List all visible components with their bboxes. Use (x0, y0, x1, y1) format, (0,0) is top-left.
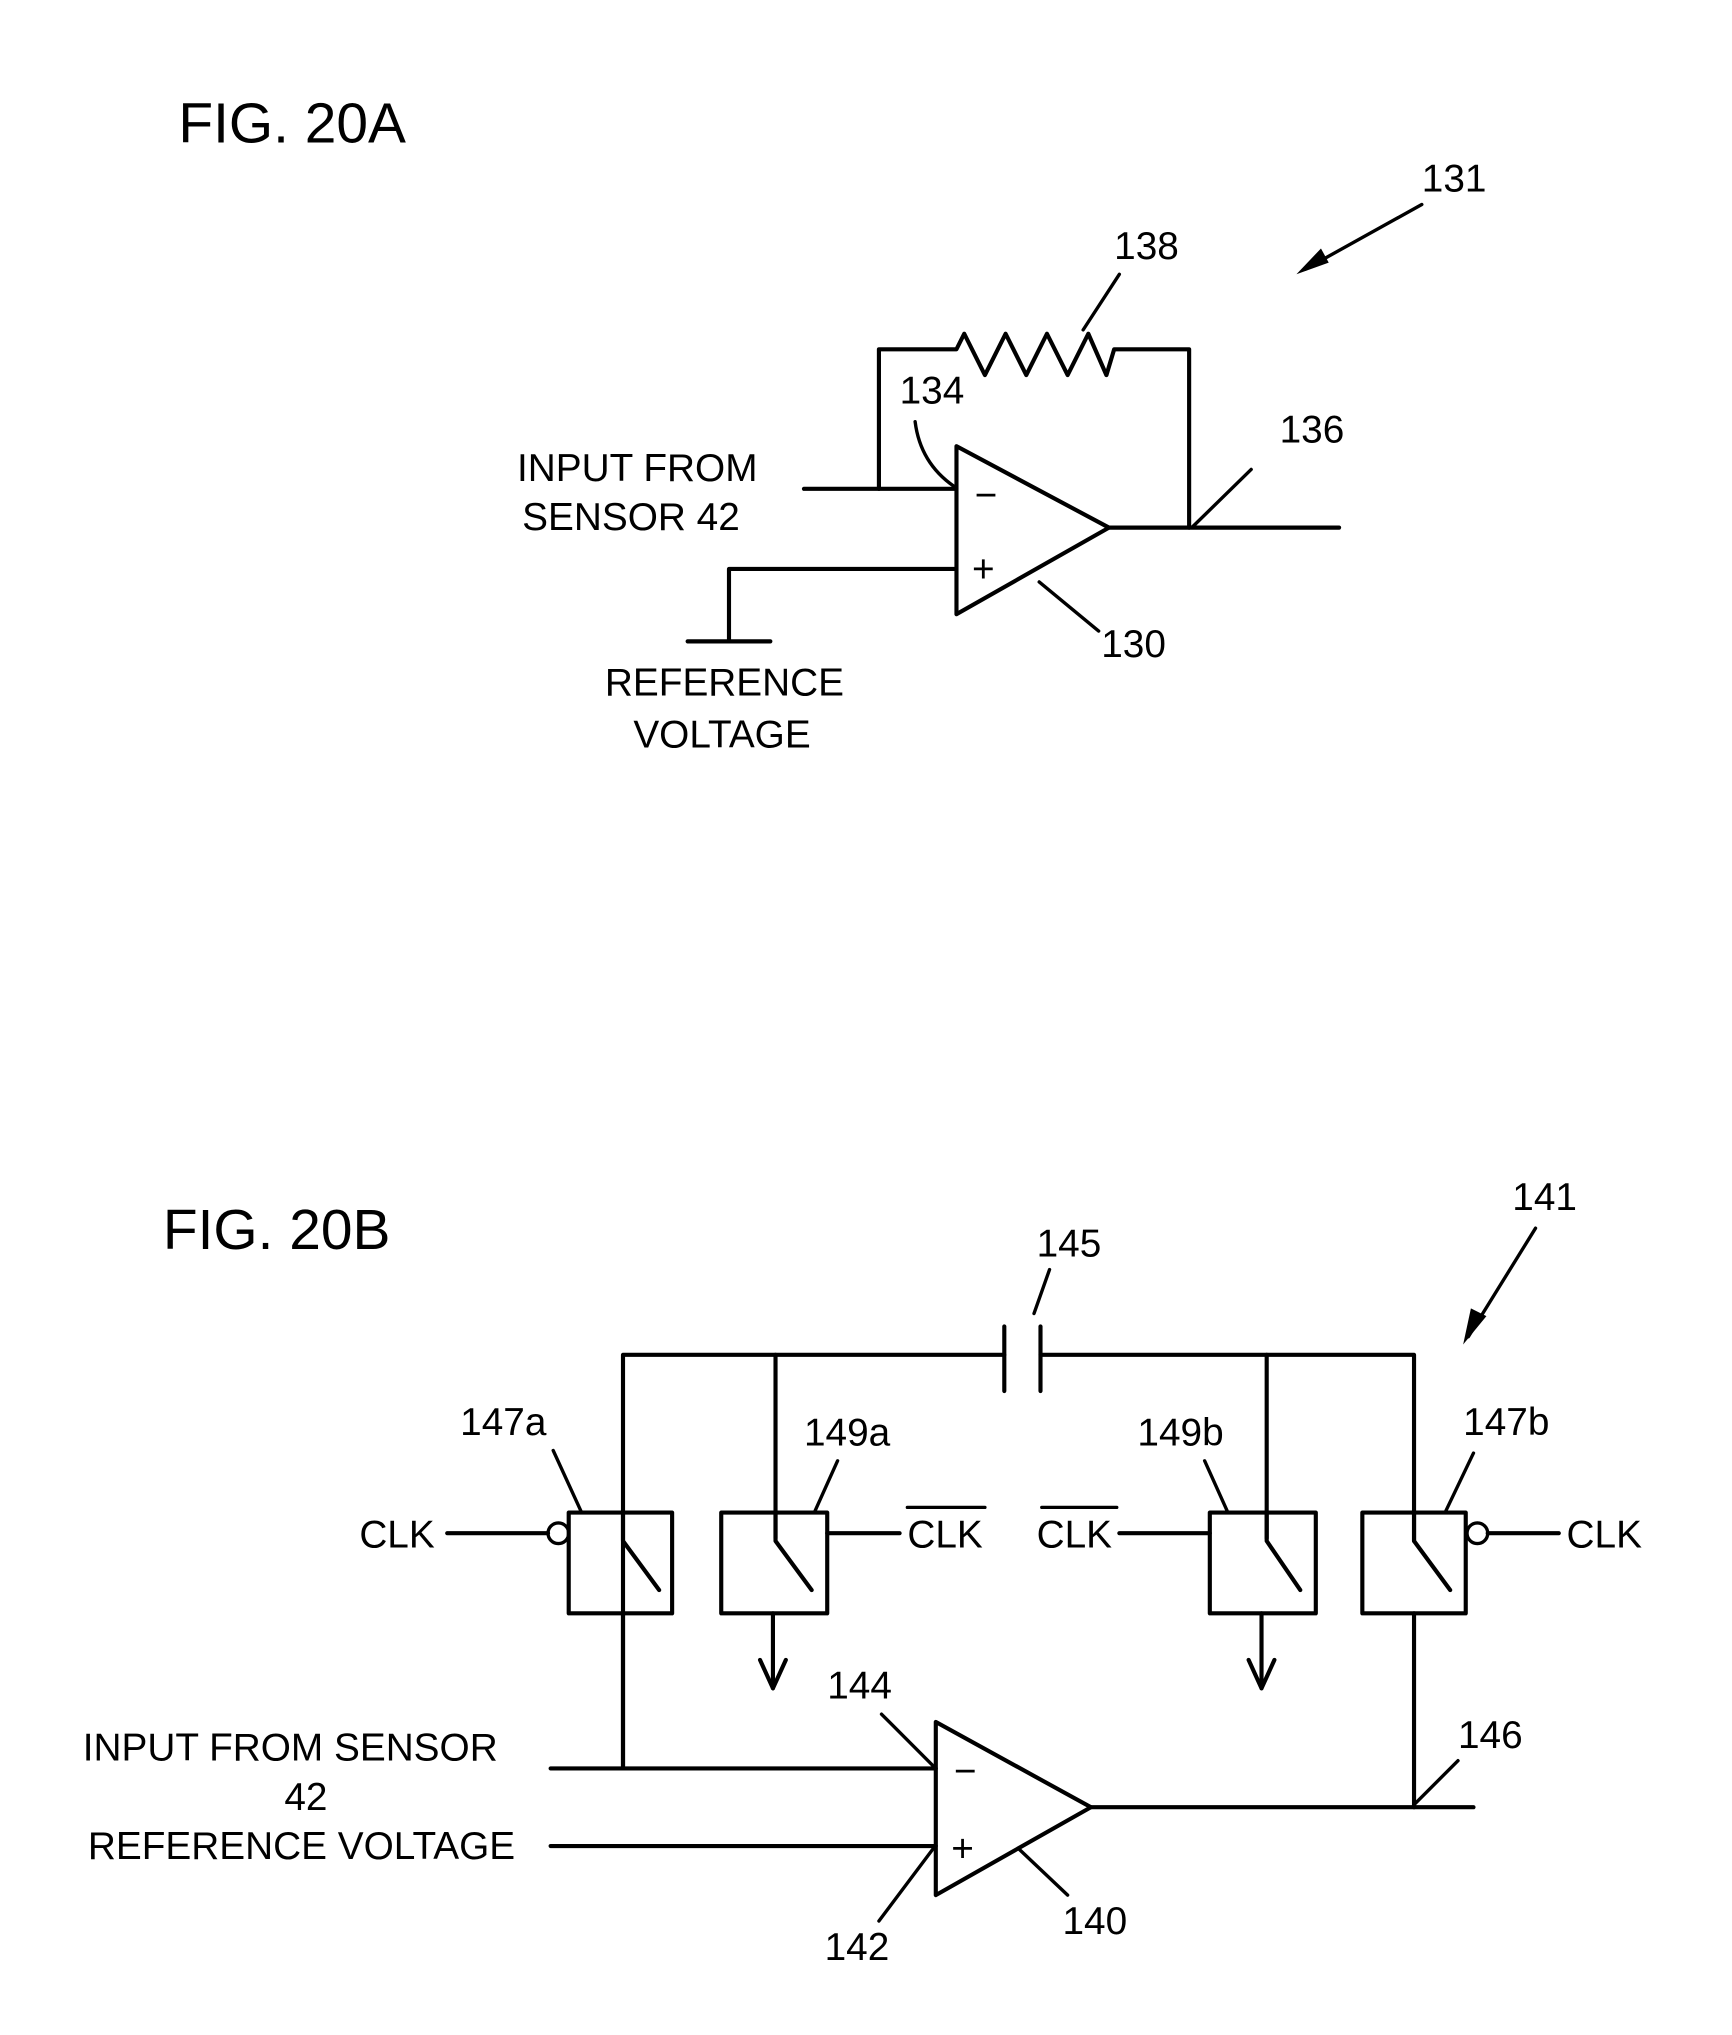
leader-130 (1039, 582, 1098, 631)
ref-label-141: 141 (1512, 1176, 1577, 1219)
minus-sign: − (954, 1750, 977, 1793)
ref-label-136: 136 (1280, 408, 1345, 451)
leader-134 (915, 422, 954, 487)
ref-label-130: 130 (1101, 623, 1166, 666)
clk-bar-label-149b: CLK (1037, 1513, 1113, 1556)
leader-147a (553, 1451, 581, 1513)
ref-label-134: 134 (900, 370, 965, 413)
ref-label-147a: 147a (460, 1401, 547, 1444)
ground-arrow-icon (760, 1613, 786, 1688)
input-label-line1: INPUT FROM (517, 447, 758, 490)
ref-label-131: 131 (1422, 158, 1487, 201)
clk-label-147b: CLK (1567, 1513, 1643, 1556)
plus-sign: + (972, 548, 995, 591)
leader-149a (814, 1461, 837, 1513)
switch-149a (721, 1513, 827, 1614)
reference-label: REFERENCE VOLTAGE (88, 1825, 515, 1868)
reference-wire-20a (729, 569, 956, 641)
reference-label-line2: VOLTAGE (633, 713, 810, 756)
leader-138 (1083, 274, 1119, 330)
leader-136 (1192, 469, 1251, 527)
arrow-icon (1463, 1228, 1535, 1344)
ref-label-142: 142 (825, 1926, 890, 1969)
leader-146 (1414, 1761, 1458, 1805)
ref-label-140: 140 (1062, 1900, 1127, 1943)
plus-sign: + (951, 1828, 974, 1871)
resistor-138 (879, 334, 1189, 528)
ground-arrow-icon (1249, 1613, 1275, 1688)
figure-title-20b: FIG. 20B (163, 1199, 391, 1262)
ref-label-149b: 149b (1137, 1411, 1223, 1454)
leader-145 (1034, 1270, 1050, 1314)
minus-sign: − (975, 474, 998, 517)
clk-label-147a: CLK (359, 1513, 435, 1556)
ref-label-149a: 149a (804, 1411, 891, 1454)
switch-147a (548, 1513, 672, 1614)
figure-20a: FIG. 20A 131 138 − + 134 136 130 I (178, 92, 1486, 756)
leader-147b (1445, 1453, 1473, 1512)
input-label-line2: SENSOR 42 (522, 496, 740, 539)
ref-label-145: 145 (1037, 1223, 1102, 1266)
switch-147b (1362, 1513, 1487, 1614)
switch-149b (1210, 1513, 1316, 1614)
ref-label-147b: 147b (1463, 1401, 1549, 1444)
ref-label-144: 144 (827, 1665, 892, 1708)
leader-140 (1019, 1849, 1068, 1896)
ref-label-146: 146 (1458, 1714, 1523, 1757)
capacitor-145 (1004, 1326, 1040, 1391)
ref-label-138: 138 (1114, 225, 1179, 268)
reference-label-line1: REFERENCE (605, 662, 844, 705)
clk-bar-label-149a: CLK (907, 1513, 983, 1556)
input-label-line2: 42 (284, 1776, 327, 1819)
figure-title-20a: FIG. 20A (178, 92, 406, 155)
input-label-line1: INPUT FROM SENSOR (83, 1727, 498, 1770)
leader-149b (1205, 1461, 1228, 1513)
leader-142 (879, 1849, 933, 1921)
leader-144 (882, 1714, 934, 1766)
arrow-icon (1296, 204, 1421, 274)
figure-20b: FIG. 20B 141 145 CLK 147a (83, 1176, 1642, 1969)
